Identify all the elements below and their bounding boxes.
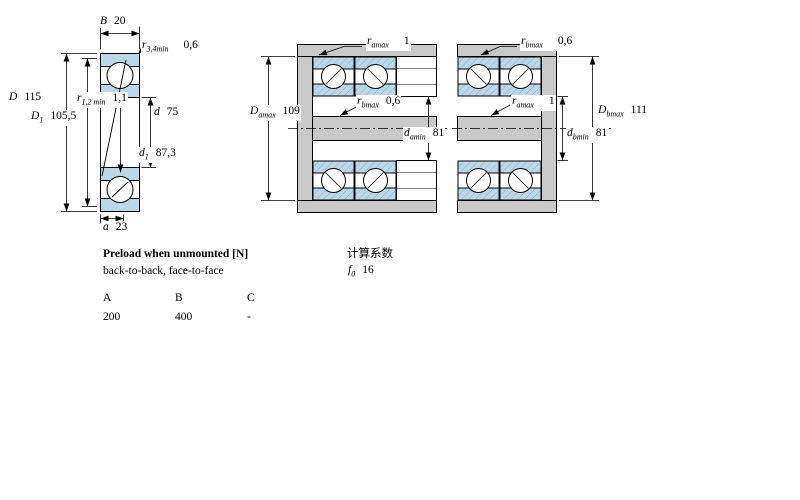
- dim-symbol: D: [9, 91, 18, 103]
- housing-bottom: [457, 200, 557, 213]
- dim-value: 115: [24, 91, 42, 103]
- dim-value: 81: [432, 127, 445, 139]
- dim-label-ramax-top: ramax 1: [366, 35, 411, 52]
- dim-value: 105,5: [50, 110, 77, 122]
- dim-label-D: D 115: [8, 91, 43, 104]
- pair-a-contact-lines: [325, 68, 384, 189]
- dim-symbol: r: [142, 39, 147, 51]
- dim-subscript: bmax: [361, 100, 379, 110]
- dim-symbol: B: [100, 15, 108, 27]
- dim-value: 23: [115, 221, 128, 233]
- dim-symbol: D: [31, 110, 40, 122]
- preload-table-value-row: 200 400 -: [103, 308, 319, 327]
- dim-subscript: 1: [39, 115, 44, 125]
- dim-value: 75: [166, 106, 179, 118]
- dim-value: 1: [548, 95, 555, 107]
- dim-value: 111: [630, 104, 648, 116]
- dim-subscript: bmin: [572, 132, 589, 142]
- dim-symbol: d: [139, 147, 145, 159]
- dim-subscript: amin: [409, 132, 426, 142]
- left-dimension-lines: [61, 26, 156, 224]
- single-bearing-cross-section: [100, 53, 140, 212]
- dim-label-Damax: Damax 109: [249, 105, 301, 122]
- dim-value: 1,1: [112, 92, 127, 104]
- dim-subscript: amax: [371, 40, 389, 50]
- preload-col-B: B: [175, 292, 183, 304]
- dim-subscript: amax: [258, 110, 276, 120]
- dim-label-rbmax-mid: rbmax 0,6: [356, 95, 402, 112]
- dim-symbol: r: [357, 95, 362, 107]
- dim-subscript: bmax: [525, 40, 543, 50]
- preload-col-C: C: [247, 292, 255, 304]
- dim-label-damin: damin 81: [403, 127, 446, 144]
- ball: [106, 62, 134, 89]
- dim-subscript: 0: [351, 269, 356, 279]
- dim-symbol: D: [250, 105, 259, 117]
- spacer: [396, 160, 437, 201]
- dim-value: 109: [282, 105, 300, 117]
- preload-col-A: A: [103, 292, 112, 304]
- calculation-factors-title: 计算系数: [347, 248, 393, 260]
- f0-factor-label: f0 16: [347, 264, 375, 281]
- dim-symbol: f: [348, 264, 352, 276]
- dim-symbol: r: [77, 92, 82, 104]
- dim-label-rbmax-top: rbmax 0,6: [520, 35, 574, 52]
- preload-value-A: 200: [103, 311, 121, 323]
- dim-subscript: 1: [144, 152, 149, 162]
- preload-table: A B C 200 400 -: [103, 289, 319, 327]
- dim-label-d1: d1 87,3: [138, 147, 177, 164]
- dim-value: 20: [114, 15, 126, 27]
- dim-value: 81: [595, 127, 608, 139]
- dim-label-B: B 20: [99, 15, 127, 28]
- dim-symbol: r: [521, 35, 526, 47]
- dim-value: 0,6: [557, 35, 573, 47]
- dim-label-ramax-mid: ramax 1: [511, 95, 556, 112]
- dim-symbol: d: [567, 127, 573, 139]
- preload-subtitle: back-to-back, face-to-face: [103, 265, 224, 277]
- dim-subscript: amax: [516, 100, 534, 110]
- dim-label-r34: r3,4min 0,6: [141, 39, 199, 56]
- preload-value-B: 400: [175, 311, 193, 323]
- preload-title: Preload when unmounted [N]: [103, 248, 249, 260]
- dim-symbol: a: [103, 221, 109, 233]
- dim-value: 1: [403, 35, 410, 47]
- dim-subscript: 3,4min: [146, 44, 169, 54]
- dim-symbol: d: [404, 127, 410, 139]
- spacer: [396, 56, 437, 97]
- dim-value: 0,6: [385, 95, 401, 107]
- dim-label-D1: D1 105,5: [30, 110, 78, 127]
- dim-subscript: 1,2 min: [81, 97, 106, 107]
- dim-symbol: r: [512, 95, 517, 107]
- housing-bottom: [297, 200, 437, 213]
- contact-angle-line: [101, 59, 127, 177]
- dim-value: 0,6: [183, 39, 198, 51]
- dim-subscript: bmax: [606, 109, 624, 119]
- dim-label-dbmin: dbmin 81: [566, 127, 609, 144]
- dim-label-r12: r1,2 min 1,1: [76, 92, 128, 109]
- pair-b-contact-lines: [470, 68, 529, 189]
- dim-value: 16: [362, 264, 374, 276]
- dim-label-a: a 23: [102, 221, 129, 234]
- preload-value-C: -: [247, 311, 251, 323]
- dim-symbol: D: [598, 104, 607, 116]
- dim-label-Dbmax: Dbmax 111: [597, 104, 649, 121]
- dim-symbol: r: [367, 35, 372, 47]
- dim-symbol: d: [154, 106, 160, 118]
- dim-label-d: d 75: [153, 106, 180, 119]
- preload-table-header-row: A B C: [103, 289, 319, 308]
- dim-value: 87,3: [155, 147, 176, 159]
